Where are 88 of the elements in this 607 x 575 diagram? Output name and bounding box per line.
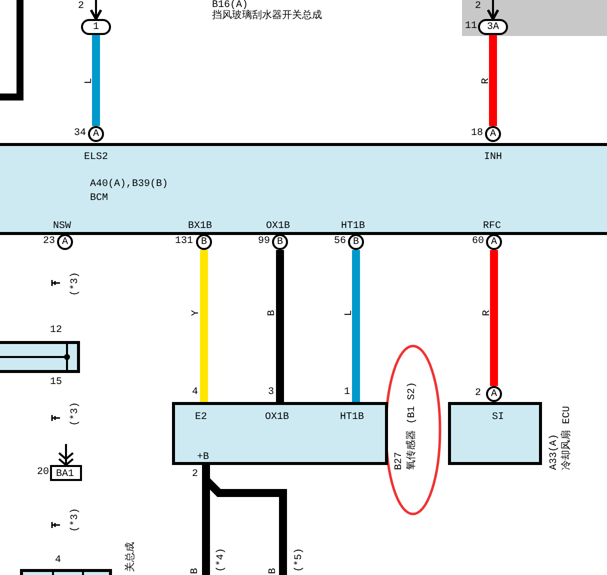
pin-letter: A bbox=[92, 128, 99, 140]
note-mark: (*4) bbox=[216, 548, 227, 572]
wire-color-code: Y bbox=[191, 310, 202, 316]
pin-letter: A bbox=[490, 236, 497, 248]
ecu-box bbox=[0, 143, 607, 235]
wire bbox=[489, 35, 497, 126]
connector-pin bbox=[57, 234, 73, 250]
component-name: B27 bbox=[394, 452, 405, 470]
note-mark: (*3) bbox=[70, 508, 81, 532]
wire-color-code: B bbox=[267, 310, 278, 316]
ecu-box bbox=[448, 402, 542, 465]
wire-color-code: L bbox=[344, 310, 355, 316]
pin-name: NSW bbox=[53, 221, 72, 232]
wire bbox=[276, 250, 284, 402]
pin-number: 12 bbox=[50, 325, 62, 336]
component-name: 关总成 bbox=[126, 542, 137, 572]
pin-name: E2 bbox=[195, 412, 208, 423]
pin-number: 34 bbox=[74, 128, 86, 139]
pin-number: 56 bbox=[334, 236, 346, 247]
wire bbox=[200, 250, 208, 402]
pin-name: +B bbox=[197, 452, 210, 463]
connector-pin bbox=[478, 19, 508, 35]
pin-number: 2 bbox=[475, 1, 482, 12]
pin-letter: A bbox=[490, 128, 496, 140]
arrow bbox=[90, 0, 102, 20]
connector-pin bbox=[348, 234, 364, 250]
pin-letter: 1 bbox=[92, 22, 99, 32]
connector-pin bbox=[272, 234, 288, 250]
pin-number: 4 bbox=[192, 387, 198, 398]
pin-name: OX1B bbox=[265, 412, 290, 423]
pin-number: 15 bbox=[50, 377, 62, 388]
pin-number: 23 bbox=[43, 236, 56, 247]
pin-name: HT1B bbox=[341, 221, 366, 232]
connector-pin bbox=[486, 386, 502, 402]
pin-number: 11 bbox=[465, 21, 478, 32]
pin-name: SI bbox=[492, 412, 504, 423]
pin-name: HT1B bbox=[340, 412, 364, 423]
wire-color-code: R bbox=[482, 310, 493, 316]
pin-number: 60 bbox=[472, 236, 484, 247]
pin-name: RFC bbox=[483, 221, 502, 232]
wire bbox=[92, 35, 100, 126]
component-code: B16(A) bbox=[212, 0, 248, 11]
note-mark: (*3) bbox=[70, 402, 81, 426]
pin-letter: A bbox=[62, 236, 68, 248]
connector-label: BA1 bbox=[56, 469, 74, 480]
pin-letter: B bbox=[352, 236, 359, 248]
wire-color-code: L bbox=[84, 78, 95, 84]
junction-connector-box bbox=[0, 341, 80, 373]
component-box bbox=[462, 0, 607, 36]
pin-name: A40(A),B39(B) bbox=[90, 179, 168, 190]
connector-pin bbox=[486, 234, 502, 250]
pin-name: BX1B bbox=[188, 221, 212, 232]
pin-letter: B bbox=[200, 236, 207, 248]
component-name: 冷却风扇 ECU bbox=[562, 406, 573, 470]
pin-letter: 3A bbox=[486, 22, 499, 32]
pin-name: ELS2 bbox=[84, 152, 108, 163]
connector-pin bbox=[196, 234, 212, 250]
connector-pin bbox=[81, 19, 111, 35]
pin-name: BCM bbox=[90, 193, 108, 204]
pin-number: 131 bbox=[175, 236, 194, 247]
pin-name: OX1B bbox=[266, 221, 290, 232]
pin-number: 1 bbox=[344, 387, 350, 398]
connector-pin bbox=[88, 126, 104, 142]
pin-number: 2 bbox=[192, 469, 198, 480]
note-mark: (*3) bbox=[70, 272, 81, 296]
wire-color-code: R bbox=[481, 78, 492, 84]
component-name: 挡风玻璃刮水器开关总成 bbox=[212, 11, 322, 22]
connector-box bbox=[50, 465, 82, 481]
sensor-box bbox=[172, 402, 388, 465]
arrow bbox=[486, 0, 500, 20]
pin-number: 2 bbox=[475, 388, 482, 399]
pin-letter: B bbox=[276, 236, 283, 248]
wire-color-code: B bbox=[190, 568, 201, 574]
pin-number: 99 bbox=[258, 236, 270, 247]
pin-name: INH bbox=[484, 152, 502, 163]
pin-number: 3 bbox=[268, 387, 274, 398]
component-name: A33(A) bbox=[549, 434, 560, 470]
wire bbox=[352, 250, 360, 402]
pin-number: 18 bbox=[471, 128, 484, 139]
pin-number: 2 bbox=[78, 1, 84, 12]
connector-pin bbox=[485, 126, 501, 142]
note-mark: (*5) bbox=[294, 548, 305, 572]
wire-color-code: B bbox=[268, 568, 279, 574]
pin-letter: A bbox=[490, 388, 497, 400]
component-name: 氧传感器 (B1 S2) bbox=[407, 382, 418, 470]
pin-number: 20 bbox=[37, 467, 50, 478]
pin-number: 4 bbox=[55, 555, 62, 566]
wire bbox=[490, 250, 498, 386]
